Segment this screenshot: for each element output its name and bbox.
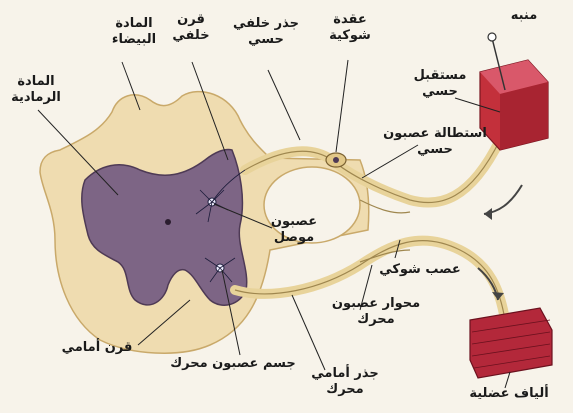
label-gray-matter-line1: المادة bbox=[0, 74, 72, 90]
label-muscle-fibers-text: ألياف عضلية bbox=[454, 386, 564, 402]
label-sensory-axon-line2: حسي bbox=[380, 142, 490, 158]
label-sensory-axon-line1: استطالة عصبون bbox=[380, 126, 490, 142]
label-interneuron: عصبون موصل bbox=[262, 214, 326, 245]
label-dorsal-root-line1: جذر خلفي bbox=[226, 16, 306, 32]
label-motor-axon: محوار عصبون محرك bbox=[326, 296, 426, 327]
label-dorsal-root-line2: حسي bbox=[226, 32, 306, 48]
label-ventral-horn-text: قرن أمامي bbox=[52, 340, 142, 356]
label-ventral-horn: قرن أمامي bbox=[52, 340, 142, 356]
label-sensory-receptor-line1: مستقبل bbox=[408, 68, 472, 84]
label-dorsal-horn: قرن خلفي bbox=[166, 12, 216, 43]
label-white-matter-line2: البيضاء bbox=[94, 32, 174, 48]
label-stimulus: منبه bbox=[496, 8, 552, 24]
label-sensory-receptor: مستقبل حسي bbox=[408, 68, 472, 99]
label-ganglion: عقدة شوكية bbox=[320, 12, 380, 43]
label-muscle-fibers: ألياف عضلية bbox=[454, 386, 564, 402]
label-sensory-axon: استطالة عصبون حسي bbox=[380, 126, 490, 157]
label-spinal-nerve-text: عصب شوكي bbox=[372, 262, 468, 278]
label-dorsal-horn-line1: قرن bbox=[166, 12, 216, 28]
label-motor-neuron-body: جسم عصبون محرك bbox=[168, 356, 298, 372]
label-ventral-root-line1: جذر أمامي bbox=[300, 366, 390, 382]
label-ventral-root-line2: محرك bbox=[300, 382, 390, 398]
label-spinal-nerve: عصب شوكي bbox=[372, 262, 468, 278]
label-motor-axon-line1: محوار عصبون bbox=[326, 296, 426, 312]
label-white-matter-line1: المادة bbox=[94, 16, 174, 32]
label-dorsal-horn-line2: خلفي bbox=[166, 28, 216, 44]
label-dorsal-root: جذر خلفي حسي bbox=[226, 16, 306, 47]
label-white-matter: المادة البيضاء bbox=[94, 16, 174, 47]
label-stimulus-text: منبه bbox=[496, 8, 552, 24]
label-ganglion-line1: عقدة bbox=[320, 12, 380, 28]
impulse-arrow-sensory bbox=[484, 185, 522, 214]
muscle-fibers-block bbox=[470, 308, 552, 378]
label-ventral-root: جذر أمامي محرك bbox=[300, 366, 390, 397]
label-motor-axon-line2: محرك bbox=[326, 312, 426, 328]
label-motor-neuron-body-text: جسم عصبون محرك bbox=[168, 356, 298, 372]
label-gray-matter: المادة الرمادية bbox=[0, 74, 72, 105]
label-gray-matter-line2: الرمادية bbox=[0, 90, 72, 106]
label-interneuron-line1: عصبون bbox=[262, 214, 326, 230]
label-sensory-receptor-line2: حسي bbox=[408, 84, 472, 100]
label-interneuron-line2: موصل bbox=[262, 230, 326, 246]
label-ganglion-line2: شوكية bbox=[320, 28, 380, 44]
